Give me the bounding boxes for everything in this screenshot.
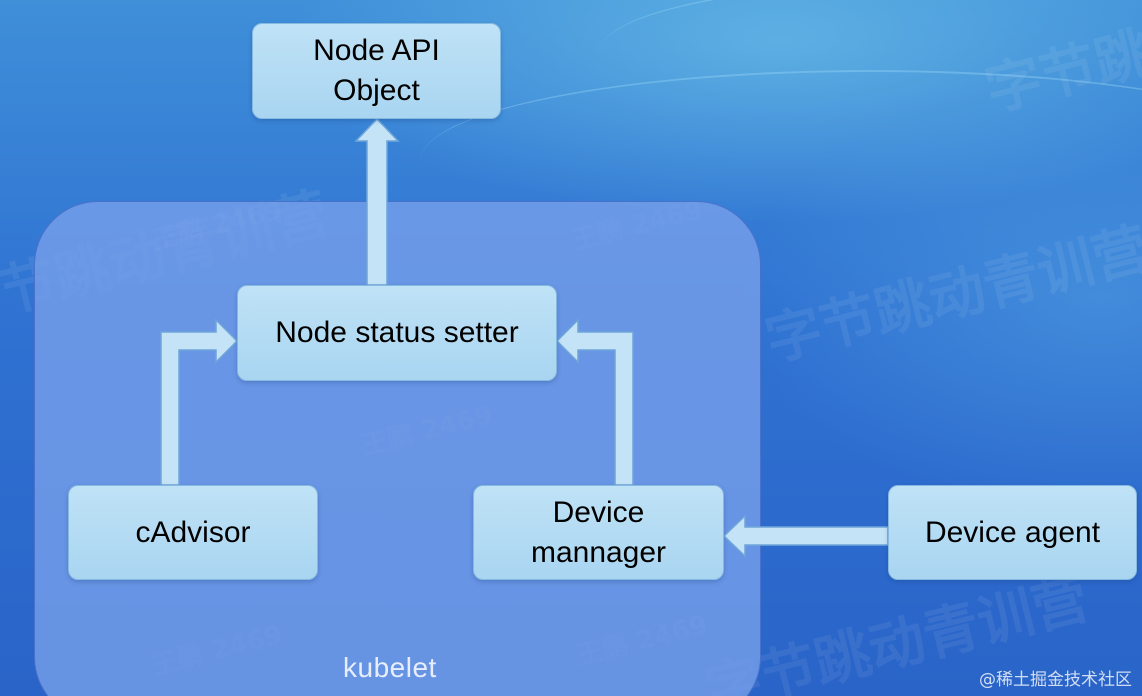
device-agent-box: Device agent (888, 485, 1137, 580)
kubelet-container (34, 201, 761, 696)
arrow-device-manager-to-status-setter (555, 318, 634, 486)
arrow-cadvisor-to-status-setter (160, 318, 239, 486)
arrow-device-agent-to-device-manager (722, 514, 889, 558)
device-manager-label-line2: mannager (530, 535, 667, 569)
cadvisor-box: cAdvisor (68, 485, 318, 580)
node-status-setter-box: Node status setter (237, 285, 557, 381)
device-agent-label: Device agent (924, 515, 1101, 549)
node-api-object-label-line2: Object (333, 74, 420, 107)
node-api-object-box: Node API Object (252, 23, 501, 119)
arrow-status-setter-to-api-object (354, 117, 400, 286)
node-api-object-label-line1: Node API (313, 34, 440, 67)
device-manager-box: Device mannager (473, 485, 724, 580)
node-status-setter-label: Node status setter (275, 316, 519, 349)
cadvisor-label: cAdvisor (135, 515, 251, 549)
kubelet-label: kubelet (343, 652, 437, 683)
device-manager-label-line1: Device (552, 495, 645, 529)
source-credit: @稀土掘金技术社区 (979, 670, 1132, 690)
